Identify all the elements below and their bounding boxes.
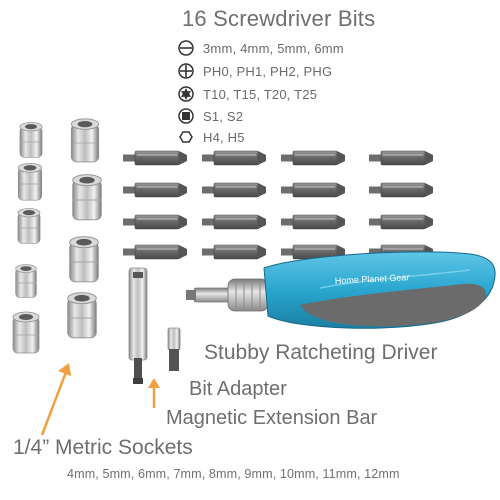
screwdriver-bit: [369, 182, 433, 198]
legend-row-square: S1, S2: [177, 107, 243, 125]
screwdriver-bit: [123, 214, 187, 230]
adapter-label: Bit Adapter: [189, 378, 287, 400]
driver-brand: Home Planet Gear: [335, 272, 410, 286]
slotted-icon: [178, 40, 194, 56]
bit-grid: [123, 150, 433, 260]
screwdriver-bit: [202, 150, 266, 166]
legend-text-phillips: PH0, PH1, PH2, PHG: [203, 63, 333, 79]
screwdriver-bit: [202, 182, 266, 198]
legend-text-torx: T10, T15, T20, T25: [203, 86, 318, 102]
screwdriver-bit: [369, 150, 433, 166]
screwdriver-bit: [202, 214, 266, 230]
screwdriver-bit: [202, 244, 266, 260]
extension-arrow: [148, 378, 160, 408]
screwdriver-bit: [281, 182, 345, 198]
hex-icon: [179, 131, 193, 143]
screwdriver-bit: [281, 150, 345, 166]
legend-text-hex: H4, H5: [203, 129, 245, 145]
legend-text-square: S1, S2: [203, 108, 244, 124]
phillips-icon: [178, 63, 194, 79]
legend-row-torx: T10, T15, T20, T25: [177, 85, 317, 103]
bits-title: 16 Screwdriver Bits: [182, 6, 376, 31]
torx-icon: [178, 86, 194, 102]
socket-set: [12, 118, 102, 354]
sockets-label: 1/4” Metric Sockets: [13, 436, 193, 459]
screwdriver-bit: [369, 214, 433, 230]
bit-adapter: [167, 327, 181, 371]
square-icon: [178, 108, 194, 124]
stubby-ratcheting-driver: Home Planet Gear: [186, 251, 496, 329]
legend-row-phillips: PH0, PH1, PH2, PHG: [177, 62, 332, 80]
legend-row-hex: H4, H5: [177, 128, 245, 146]
screwdriver-bit: [123, 182, 187, 198]
sockets-sizes: 4mm, 5mm, 6mm, 7mm, 8mm, 9mm, 10mm, 11mm…: [67, 467, 400, 481]
legend-text-slotted: 3mm, 4mm, 5mm, 6mm: [203, 40, 344, 56]
screwdriver-bit: [281, 214, 345, 230]
magnetic-extension-bar: [128, 267, 148, 384]
extension-label: Magnetic Extension Bar: [166, 407, 378, 429]
screwdriver-bit: [123, 150, 187, 166]
legend-row-slotted: 3mm, 4mm, 5mm, 6mm: [177, 39, 344, 57]
driver-label: Stubby Ratcheting Driver: [204, 341, 438, 364]
screwdriver-bit: [123, 244, 187, 260]
sockets-arrow: [40, 363, 71, 436]
